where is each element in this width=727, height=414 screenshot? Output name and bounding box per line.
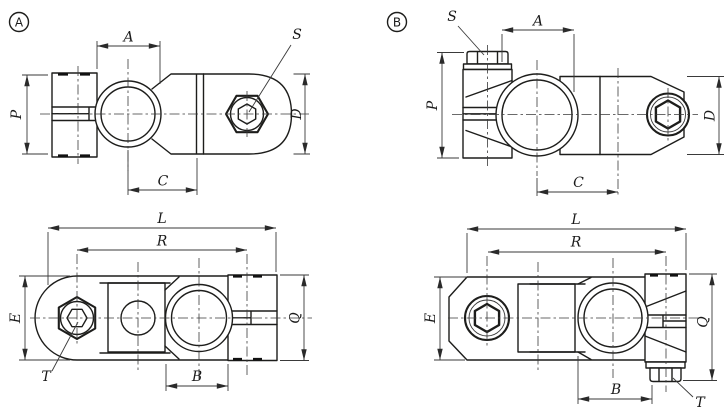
- dim-label-r: R: [156, 234, 168, 250]
- dim-label-t: T: [41, 369, 52, 385]
- dim-label-d: D: [289, 108, 305, 120]
- center-lines: [40, 59, 312, 171]
- dim-label-d: D: [703, 110, 719, 122]
- dimensions: A S P D C: [425, 9, 724, 196]
- variant-b-marker-circle: [386, 11, 408, 33]
- dim-label-r: R: [570, 235, 582, 251]
- dim-label-s: S: [292, 27, 302, 43]
- center-lines: [452, 45, 698, 196]
- leader-s: [248, 44, 292, 113]
- dim-label-t: T: [695, 395, 706, 411]
- tube-ring: [495, 73, 579, 157]
- leader-t: [672, 377, 694, 398]
- dim-label-c: C: [573, 175, 584, 191]
- dim-label-c: C: [158, 174, 169, 190]
- clamp-arm: [559, 75, 685, 156]
- view-b-top: B: [386, 9, 724, 196]
- dimensions: A S P D C: [9, 27, 310, 195]
- leader-s: [457, 25, 485, 56]
- dim-label-l: L: [570, 212, 580, 228]
- dimensions: L R E Q B T: [423, 212, 717, 411]
- dimensions: L R E Q B T: [8, 211, 309, 391]
- dim-label-a: A: [121, 30, 133, 46]
- view-b-side: L R E Q B T: [423, 212, 717, 411]
- center-lines: [448, 256, 700, 392]
- dim-label-l: L: [156, 211, 166, 227]
- dim-label-q: Q: [696, 316, 712, 328]
- dim-label-e: E: [8, 313, 24, 324]
- clamp-screw: [645, 361, 686, 383]
- dim-label-b: B: [610, 382, 621, 398]
- variant-a-marker-circle: [8, 11, 30, 33]
- center-lines: [30, 254, 312, 380]
- dim-label-q: Q: [288, 312, 304, 324]
- dim-label-b: B: [191, 369, 202, 385]
- dim-label-e: E: [423, 313, 439, 324]
- clamp-block-left: [51, 72, 98, 158]
- dim-label-a: A: [531, 14, 543, 30]
- dim-label-p: P: [425, 100, 441, 111]
- dim-label-p: P: [9, 109, 25, 120]
- variant-b-marker-label: B: [393, 16, 401, 30]
- view-a-top: A A: [8, 11, 312, 195]
- variant-a-marker-label: A: [15, 16, 24, 30]
- dim-label-s: S: [447, 9, 457, 25]
- leader-t: [51, 321, 79, 372]
- view-a-side: L R E Q B T: [8, 211, 312, 391]
